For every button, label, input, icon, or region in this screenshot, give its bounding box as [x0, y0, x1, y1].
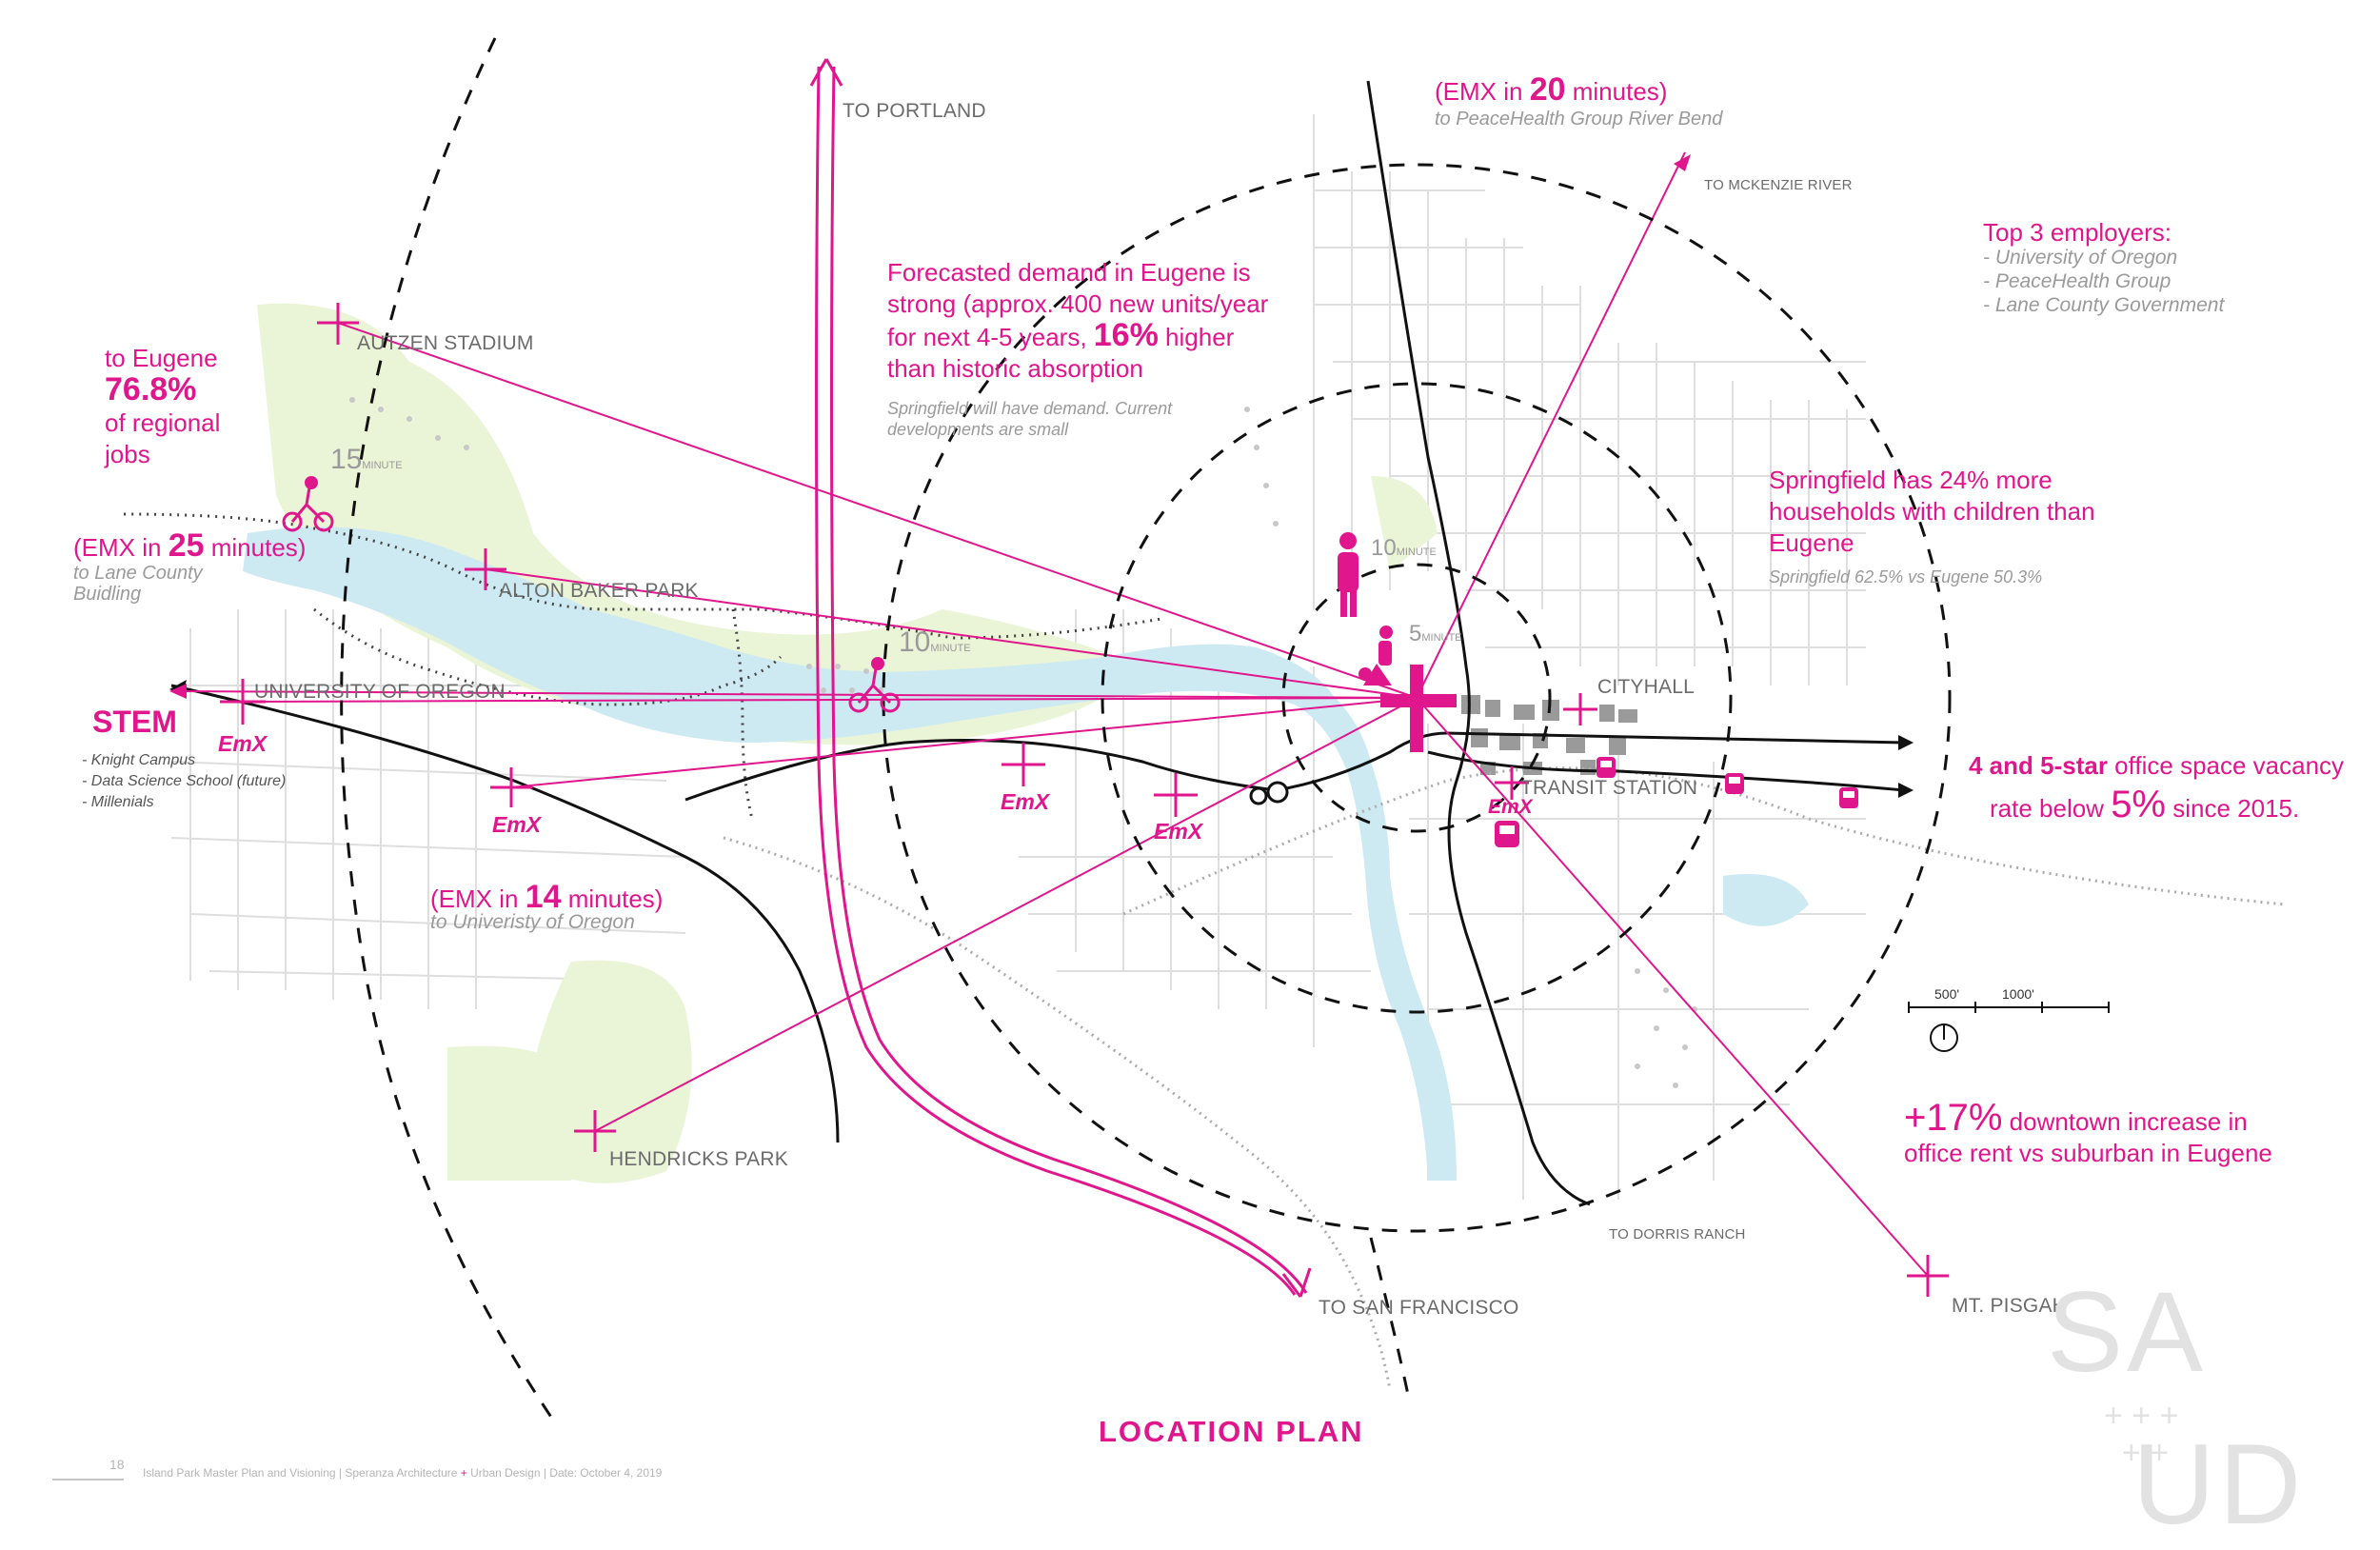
scale-1000-label: 1000'	[2002, 986, 2034, 1002]
to-dorris-ranch-label: TO DORRIS RANCH	[1609, 1226, 1746, 1242]
regional-jobs-text: to Eugene 76.8% of regional jobs	[105, 344, 221, 468]
emx-label-downtown: EmX	[1488, 796, 1533, 818]
street-grid	[170, 114, 1866, 1200]
crosshair-markers	[220, 303, 1949, 1297]
emx-label-uo: EmX	[218, 731, 268, 756]
to-portland-label: TO PORTLAND	[843, 100, 986, 122]
minute-10-label-east: 10MINUTE	[1371, 535, 1437, 561]
springfield-note: Springfield 62.5% vs Eugene 50.3%	[1769, 567, 2043, 586]
emx-14-label: (EMX in 14 minutes)	[430, 879, 664, 915]
footer-credits: Island Park Master Plan and Visioning | …	[143, 1466, 663, 1480]
rail-line	[723, 766, 2286, 1391]
emx-20-label: (EMX in 20 minutes)	[1435, 71, 1668, 108]
office-vacancy-text: 4 and 5-star office space vacancy rate b…	[1969, 751, 2345, 825]
emx-14-destination: to Univeristy of Oregon	[430, 911, 635, 933]
highway	[809, 58, 1312, 1298]
transit-station-label: TRANSIT STATION	[1520, 777, 1698, 799]
autzen-stadium-label: AUTZEN STADIUM	[357, 332, 534, 354]
stem-list: - Knight Campus- Data Science School (fu…	[82, 752, 287, 810]
river	[243, 527, 1809, 1181]
stem-title: STEM	[92, 705, 177, 739]
emx-label-mid: EmX	[1001, 789, 1050, 814]
minute-10-label-park: 10MINUTE	[899, 626, 971, 658]
sa-logo-top: SA	[2047, 1268, 2208, 1396]
walking-rings	[340, 37, 1952, 1420]
cityhall-label: CITYHALL	[1597, 676, 1695, 698]
ud-logo-bottom: UD	[2132, 1421, 2306, 1548]
plus-pattern: + + + + +	[2104, 1398, 2179, 1471]
top-employers-title: Top 3 employers:	[1983, 218, 2172, 247]
office-rent-text: +17% downtown increase in office rent vs…	[1904, 1097, 2272, 1167]
to-mckenzie-river-label: TO MCKENZIE RIVER	[1704, 177, 1853, 193]
to-san-francisco-label: TO SAN FRANCISCO	[1319, 1297, 1519, 1319]
alton-baker-park-label: ALTON BAKER PARK	[499, 580, 699, 602]
scale-bar	[1908, 1002, 2110, 1052]
downtown-blocks	[1461, 695, 1637, 775]
minute-15-label: 15MINUTE	[330, 444, 403, 475]
university-of-oregon-label: UNIVERSITY OF OREGON	[254, 681, 506, 703]
footer-page-number: 18	[109, 1457, 125, 1472]
page-title: LOCATION PLAN	[1099, 1415, 1364, 1448]
emx-25-label: (EMX in 25 minutes)	[73, 527, 307, 564]
dotted-trails	[123, 512, 1162, 820]
top-employers-list: - University of Oregon- PeaceHealth Grou…	[1983, 247, 2225, 316]
magenta-rays	[175, 151, 1929, 1277]
road-ovals	[1249, 781, 1289, 805]
emx-label-campus: EmX	[492, 812, 542, 837]
mt-pisgah-label: MT. PISGAH	[1952, 1295, 2068, 1317]
park-areas	[257, 303, 1438, 1183]
cyclist-icons	[282, 487, 901, 713]
hendricks-park-label: HENDRICKS PARK	[609, 1148, 788, 1170]
emx-20-destination: to PeaceHealth Group River Bend	[1435, 109, 1723, 129]
forecast-text: Forecasted demand in Eugene is strong (a…	[887, 258, 1269, 383]
emx-label-east: EmX	[1154, 819, 1203, 844]
downtown-center-marker	[1380, 665, 1457, 752]
scale-500-label: 500'	[1934, 986, 1960, 1002]
texture-dots	[349, 397, 1697, 1088]
ray-arrowheads	[169, 154, 1691, 699]
minute-5-label: 5MINUTE	[1409, 621, 1462, 646]
